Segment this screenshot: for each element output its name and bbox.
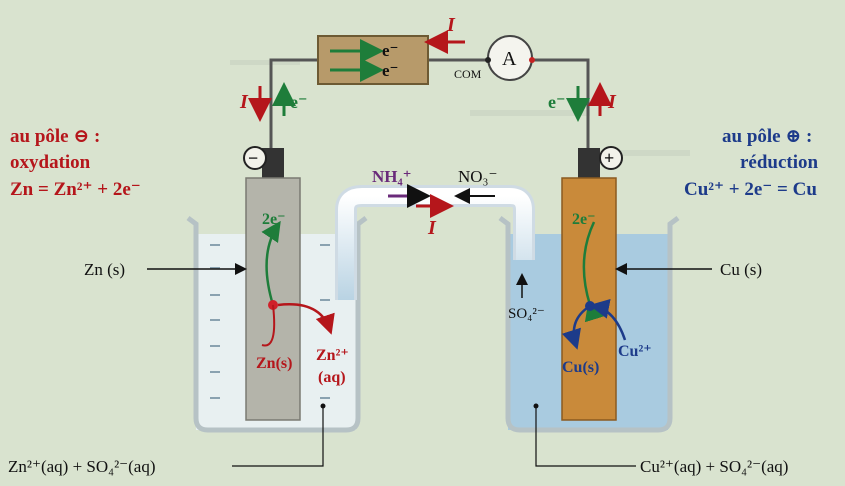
copper-ion-label: Cu²⁺ (618, 343, 652, 360)
top-current-label: I (446, 14, 456, 36)
copper-atom-label: Cu(s) (562, 359, 599, 376)
copper-reaction: 2e⁻ Cu(s) Cu²⁺ (561, 211, 652, 376)
top-current-arrow: I (424, 14, 465, 54)
right-process: réduction (740, 152, 819, 173)
electrode-callouts: Zn (s) Cu (s) (84, 260, 762, 279)
bridge-anion-label: NO₃⁻ (458, 167, 497, 186)
left-equation: Zn = Zn²⁺ + 2e⁻ (10, 179, 141, 200)
zinc-ion-label: Zn²⁺ (316, 347, 349, 364)
sulfate-label: SO₄²⁻ (508, 306, 545, 322)
right-solution-label: Cu²⁺(aq) + SO₄²⁻(aq) (640, 457, 788, 476)
electron-box-label-2: e⁻ (382, 61, 399, 80)
bridge-cation-label: NH₄⁺ (372, 167, 412, 186)
left-current-label: I (239, 91, 249, 113)
zinc-electrode-label: Zn (s) (84, 260, 125, 279)
background-page-ghost (230, 60, 690, 156)
copper-electron-label: 2e⁻ (572, 211, 596, 228)
copper-sign: + (604, 148, 614, 168)
left-electron-label: e⁻ (290, 92, 308, 112)
zinc-sign: − (248, 148, 258, 168)
right-pole-info: au pôle ⊕ : réduction Cu²⁺ + 2e⁻ = Cu (684, 126, 819, 200)
bridge-current-label: I (427, 217, 437, 239)
plus-terminal-icon (599, 146, 623, 170)
right-wire-arrows: e⁻ I (548, 82, 617, 122)
left-pole-info: au pôle ⊖ : oxydation Zn = Zn²⁺ + 2e⁻ (10, 126, 141, 200)
salt-bridge: NH₄⁺ NO₃⁻ I (335, 167, 535, 300)
zinc-atom-label: Zn(s) (256, 355, 292, 372)
ammeter: A COM (454, 35, 535, 81)
right-electron-label: e⁻ (548, 92, 566, 112)
zinc-ion-state: (aq) (318, 369, 346, 386)
solution-callouts: Zn²⁺(aq) + SO₄²⁻(aq) Cu²⁺(aq) + SO₄²⁻(aq… (8, 403, 788, 476)
right-current-label: I (607, 91, 617, 113)
left-solution-label: Zn²⁺(aq) + SO₄²⁻(aq) (8, 457, 156, 476)
minus-terminal-icon (243, 146, 267, 170)
ammeter-label: A (502, 48, 517, 70)
electron-box-label-1: e⁻ (382, 41, 399, 60)
sulfate-migration: SO₄²⁻ (508, 273, 545, 322)
zinc-reaction: 2e⁻ Zn(s) Zn²⁺ (aq) (256, 211, 349, 386)
copper-electrode-label: Cu (s) (720, 260, 762, 279)
left-wire-arrows: I e⁻ (239, 82, 308, 122)
electron-flow-box: e⁻ e⁻ (317, 35, 429, 85)
right-pole-title: au pôle ⊕ : (722, 126, 812, 147)
right-equation: Cu²⁺ + 2e⁻ = Cu (684, 179, 817, 200)
zinc-electron-label: 2e⁻ (262, 211, 286, 228)
com-label: COM (454, 67, 482, 81)
copper-electrode: + (561, 146, 623, 421)
zinc-electrode: − (243, 146, 301, 421)
left-process: oxydation (10, 152, 91, 173)
left-pole-title: au pôle ⊖ : (10, 126, 100, 147)
